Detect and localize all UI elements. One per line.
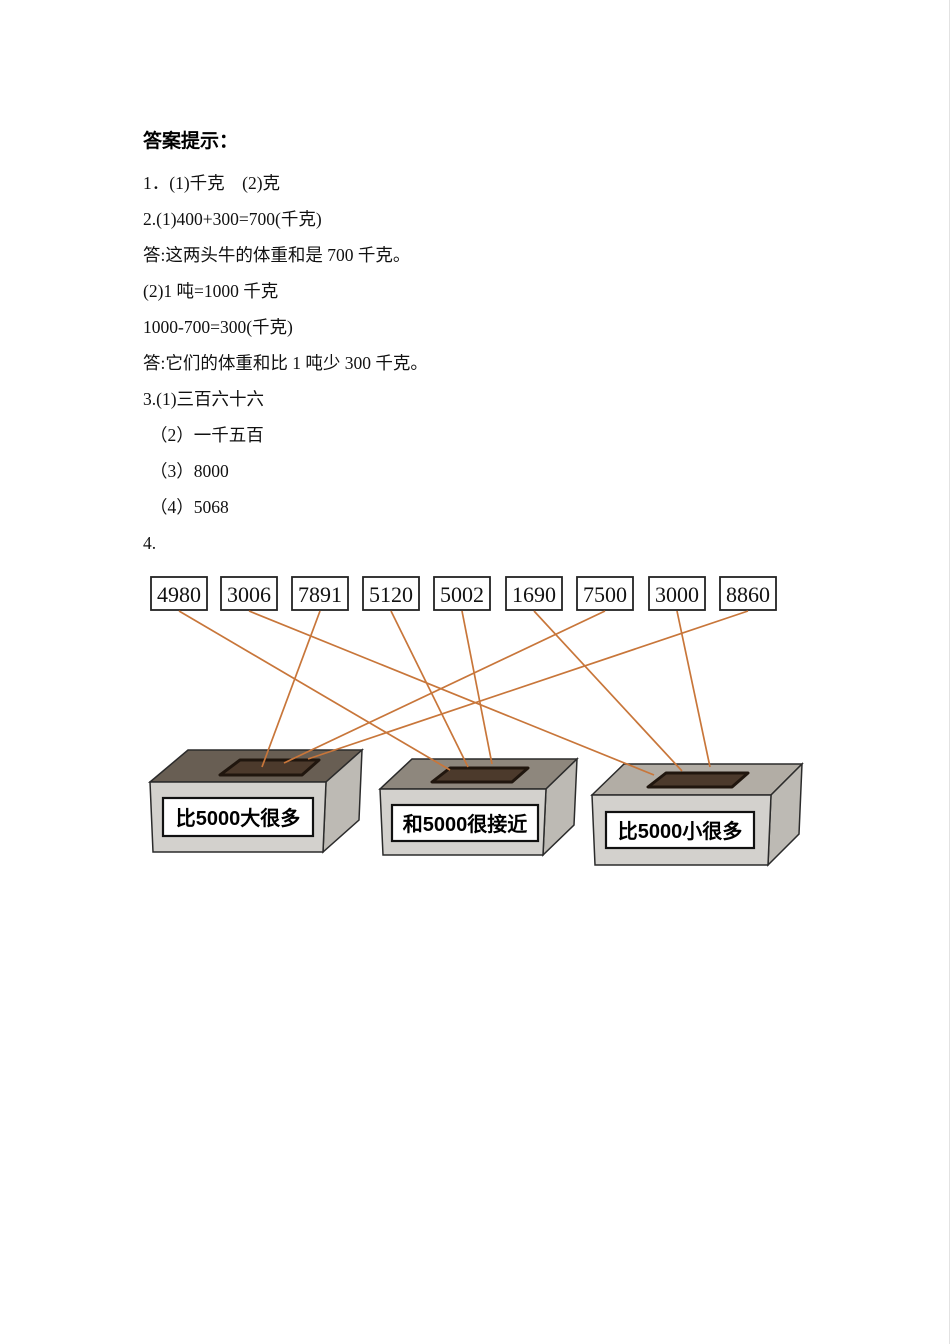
number-card: 3006 [220, 576, 278, 611]
match-line [178, 610, 451, 771]
card-border [150, 576, 208, 611]
match-line [307, 610, 749, 760]
match-line [390, 610, 469, 768]
box-much-greater-than-5000: 比5000大很多 [147, 748, 364, 854]
number-card: 5002 [433, 576, 491, 611]
card-number: 3006 [227, 582, 271, 607]
answer-line: (2)1 吨=1000 千克 [143, 281, 279, 301]
match-line [248, 610, 655, 776]
number-card: 4980 [150, 576, 208, 611]
card-border [362, 576, 420, 611]
match-line [261, 610, 321, 768]
answer-line: 1．(1)千克 (2)克 [143, 173, 281, 193]
connection-lines [178, 610, 749, 776]
box-label-plate [161, 796, 315, 838]
answer-line: （2）一千五百 [150, 425, 264, 445]
card-number: 3000 [655, 582, 699, 607]
card-number: 5002 [440, 582, 484, 607]
box-label-plate [604, 810, 756, 850]
box-label-plate [390, 803, 540, 843]
number-card: 1690 [505, 576, 563, 611]
card-border [505, 576, 563, 611]
number-card: 7500 [576, 576, 634, 611]
card-number: 7891 [298, 582, 342, 607]
number-card: 8860 [719, 576, 777, 611]
answer-line: 3.(1)三百六十六 [143, 389, 265, 409]
answer-content: 答案提示： 1．(1)千克 (2)克 2.(1)400+300=700(千克) … [0, 0, 950, 561]
box-label: 和5000很接近 [403, 812, 528, 836]
match-line [461, 610, 493, 765]
match-line [676, 610, 711, 768]
matching-figure: 4980 3006 7891 5120 5002 1690 7500 3000 [147, 576, 804, 867]
card-border [433, 576, 491, 611]
card-border [220, 576, 278, 611]
box-label: 比5000小很多 [618, 819, 743, 843]
card-number: 1690 [512, 582, 556, 607]
number-card: 5120 [362, 576, 420, 611]
card-border [291, 576, 349, 611]
box-much-smaller-than-5000: 比5000小很多 [590, 762, 804, 867]
box-slot [218, 758, 321, 777]
answer-line: 1000-700=300(千克) [143, 317, 293, 337]
match-line [533, 610, 683, 772]
number-card: 7891 [291, 576, 349, 611]
answer-line: 答:这两头牛的体重和是 700 千克。 [143, 245, 411, 265]
card-number: 4980 [157, 582, 201, 607]
box-close-to-5000: 和5000很接近 [378, 757, 579, 857]
answer-line: （4）5068 [150, 497, 229, 517]
match-line [283, 610, 606, 764]
card-number: 5120 [369, 582, 413, 607]
box-slot [646, 771, 750, 789]
page-title: 答案提示： [143, 131, 239, 152]
answer-line: 答:它们的体重和比 1 吨少 300 千克。 [143, 353, 428, 373]
card-border [576, 576, 634, 611]
answer-line: 2.(1)400+300=700(千克) [143, 209, 322, 229]
box-slot [430, 766, 530, 784]
card-border [719, 576, 777, 611]
card-number: 7500 [583, 582, 627, 607]
number-card: 3000 [648, 576, 706, 611]
answer-line: 4. [143, 533, 157, 553]
card-number: 8860 [726, 582, 770, 607]
card-border [648, 576, 706, 611]
box-label: 比5000大很多 [176, 806, 301, 830]
answer-line: （3）8000 [150, 461, 229, 481]
